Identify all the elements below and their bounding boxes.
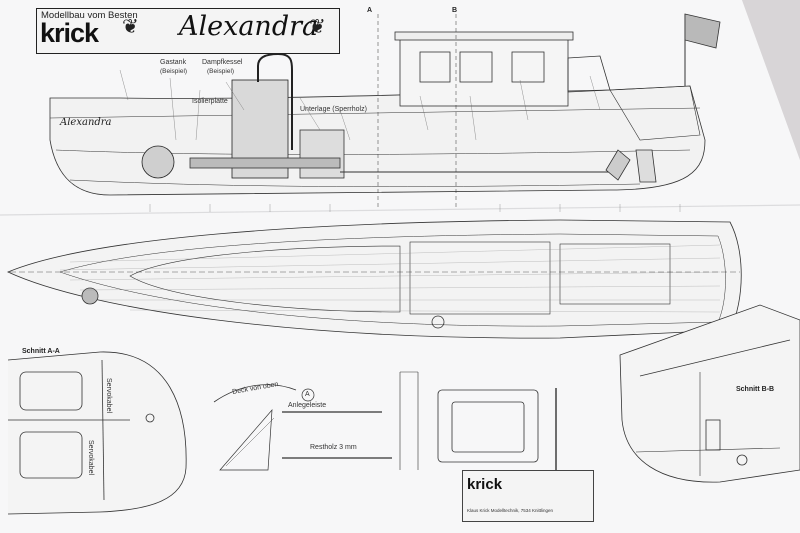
side-deck-line <box>49 107 701 119</box>
deck-fitting <box>431 315 445 329</box>
label-insulation: Isolierplatte <box>192 98 228 105</box>
fin-line <box>225 417 275 467</box>
cabin-window <box>419 51 451 83</box>
deck-strip-curve <box>213 384 297 403</box>
residual-wood-label: Restholz 3 mm <box>310 444 357 451</box>
label-boiler: Dampfkessel <box>202 59 243 66</box>
section-a-frame-bottom <box>19 431 83 479</box>
section-b-hull <box>619 304 800 483</box>
anchor-circle <box>301 388 315 402</box>
footer-brand: krick <box>467 476 503 493</box>
part-number-ticks <box>149 204 681 212</box>
steam-engine <box>299 129 345 179</box>
label-gas-tank-note: (Beispiel) <box>160 68 188 75</box>
label-gas-tank: Gastank <box>160 59 187 66</box>
paper-fold <box>0 204 800 216</box>
section-b-fitting <box>736 454 748 466</box>
label-boiler-note: (Beispiel) <box>207 68 235 75</box>
anchor-winch <box>81 287 99 305</box>
stern-shape <box>609 85 701 141</box>
bent-part <box>399 371 419 470</box>
section-mark-a: A <box>367 7 373 14</box>
section-a-drawing <box>7 351 187 515</box>
hatch-frame-outer <box>437 389 539 463</box>
side-leader-lines <box>119 69 601 141</box>
section-a-title: Schnitt A-A <box>22 348 60 355</box>
brand-logo: krick <box>40 18 99 48</box>
section-b-bracket <box>705 419 721 451</box>
footer-company: Klaus Krick Modelltechnik, 7534 Knittlin… <box>467 508 554 513</box>
label-base: Unterlage (Sperrholz) <box>300 106 367 113</box>
section-a-hull <box>7 351 187 515</box>
section-b-deck <box>639 339 791 377</box>
circle-reference: A <box>305 391 310 398</box>
servo-cable-label-1: Servokabel <box>105 378 112 414</box>
steam-pipe <box>257 52 293 150</box>
tagline: Modellbau vom Besten <box>41 10 138 21</box>
side-hull-outline <box>49 85 706 196</box>
cabin-window <box>459 51 493 83</box>
deck-inner <box>59 233 726 327</box>
engine-base <box>189 157 341 169</box>
side-view <box>49 13 721 210</box>
section-b-drawing <box>619 304 800 483</box>
ornament-right-icon: ❦ <box>309 16 326 38</box>
hatch-frame-inner <box>451 401 525 453</box>
boat-name: Alexandra <box>179 11 319 42</box>
propeller <box>605 149 631 181</box>
gas-tank <box>141 145 175 179</box>
cabin-top <box>409 241 551 315</box>
cabin-window <box>511 51 545 83</box>
rudder <box>635 149 657 183</box>
stern-flag <box>684 13 721 49</box>
top-view <box>7 219 742 339</box>
section-mark-b: B <box>452 7 458 14</box>
deck-planking <box>59 244 721 313</box>
hull-name-lettering: Alexandra <box>60 117 112 128</box>
side-keel-line <box>69 179 641 187</box>
triangle-part <box>219 408 273 471</box>
section-a-frame-top <box>19 371 83 411</box>
footer-block <box>462 470 594 522</box>
section-b-title: Schnitt B-B <box>736 386 775 393</box>
detail-parts <box>213 371 557 471</box>
title-block <box>36 8 340 54</box>
cabin <box>399 37 569 107</box>
ornament-left-icon: ❦ <box>122 16 139 38</box>
cabin-roof <box>394 31 574 41</box>
section-a-servo-mount <box>145 413 155 423</box>
section-a-rail <box>101 359 105 501</box>
mounting-strip-label: Anlegeleiste <box>288 402 327 409</box>
servo-cable-label-2: Servokabel <box>87 440 94 476</box>
paper-shadow <box>742 0 800 160</box>
